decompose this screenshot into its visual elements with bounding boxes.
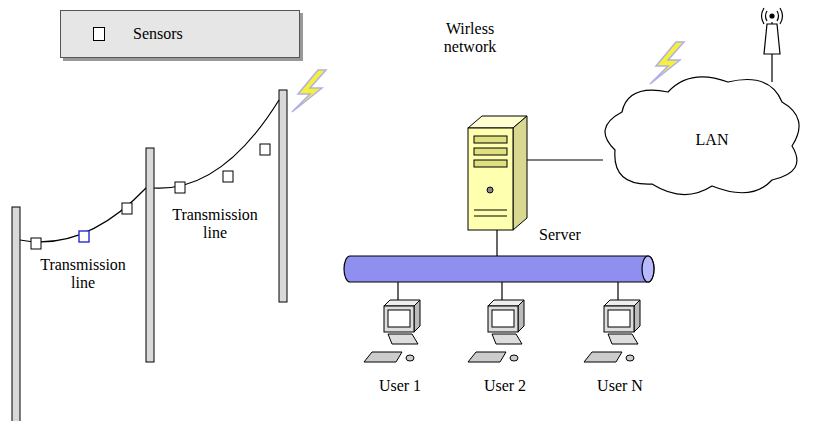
link bbox=[496, 230, 497, 256]
cloud-node: LAN bbox=[690, 127, 735, 153]
pole bbox=[146, 148, 154, 362]
link bbox=[398, 282, 618, 302]
sensor bbox=[31, 238, 41, 249]
computer-icon bbox=[364, 300, 420, 362]
legend-text: Sensors bbox=[133, 25, 183, 43]
server-label: Server bbox=[525, 226, 595, 244]
wire bbox=[20, 188, 146, 242]
user-label: User N bbox=[585, 377, 655, 395]
sensor bbox=[223, 171, 233, 182]
computer-icon bbox=[584, 300, 640, 362]
legend-swatch bbox=[93, 27, 105, 41]
computers bbox=[364, 300, 640, 362]
cloud-text: LAN bbox=[696, 131, 729, 149]
sensor bbox=[79, 231, 89, 242]
pole bbox=[279, 90, 287, 302]
server-icon bbox=[468, 116, 527, 230]
wire bbox=[154, 100, 279, 188]
computer-icon bbox=[468, 300, 524, 362]
line-label: Transmission line bbox=[160, 206, 270, 242]
pole bbox=[12, 207, 20, 421]
line-label: Transmission line bbox=[28, 256, 138, 292]
sensor bbox=[260, 144, 270, 155]
user-label: User 2 bbox=[470, 377, 540, 395]
legend-box: Sensors bbox=[60, 10, 300, 58]
antenna bbox=[762, 8, 783, 82]
bus bbox=[344, 256, 654, 282]
cloud bbox=[605, 77, 799, 195]
sensor bbox=[175, 182, 185, 193]
legend-row: Sensors bbox=[61, 11, 299, 57]
network-label: Wirless network bbox=[425, 20, 515, 56]
link bbox=[524, 159, 603, 160]
sensor bbox=[122, 203, 132, 214]
user-label: User 1 bbox=[365, 377, 435, 395]
